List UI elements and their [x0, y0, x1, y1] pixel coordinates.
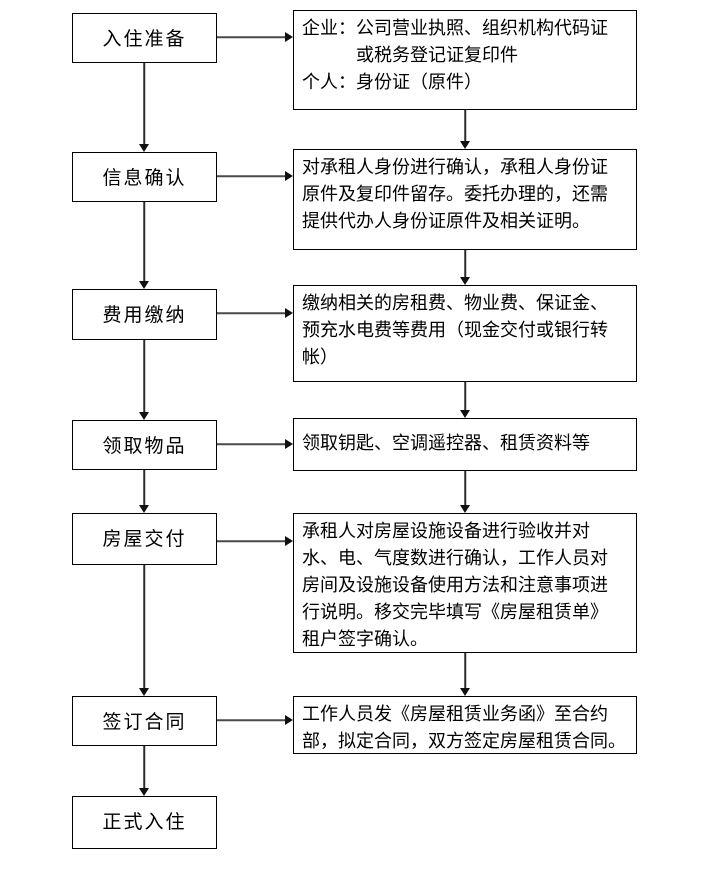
step-label: 领取物品	[102, 436, 187, 457]
arrow-head-down-icon	[139, 144, 149, 152]
detail-line: 预充水电费等费用（现金交付或银行转	[302, 320, 608, 340]
detail-line: 提供代办人身份证原件及相关证明。	[302, 211, 590, 231]
down-arrow-connector-left-6	[139, 746, 149, 796]
arrow-head-down-icon	[139, 281, 149, 289]
right-arrow-connector-6	[217, 715, 293, 725]
arrow-head-down-icon	[139, 505, 149, 513]
step-label: 签订合同	[102, 712, 187, 733]
step-label: 正式入住	[102, 812, 187, 833]
step-label: 房屋交付	[102, 529, 187, 550]
step-label: 费用缴纳	[102, 305, 187, 326]
arrow-line	[143, 202, 145, 282]
detail-line: 行说明。移交完毕填写《房屋租赁单》	[302, 602, 608, 622]
detail-line: 领取钥匙、空调遥控器、租赁资料等	[302, 433, 590, 453]
arrow-head-right-icon	[285, 536, 293, 546]
detail-line: 对承租人身份进行确认，承租人身份证	[302, 157, 608, 177]
arrow-line	[217, 175, 286, 177]
right-arrow-connector-4	[217, 439, 293, 449]
arrow-line	[464, 471, 466, 506]
arrow-head-down-icon	[460, 505, 470, 513]
arrow-line	[217, 443, 286, 445]
right-arrow-connector-5	[217, 536, 293, 546]
detail-box-house-handover: 承租人对房屋设施设备进行验收并对 水、电、气度数进行确认，工作人员对 房间及设施…	[293, 513, 637, 653]
detail-box-fee-payment: 缴纳相关的房租费、物业费、保证金、 预充水电费等费用（现金交付或银行转 帐）	[293, 285, 637, 382]
arrow-line	[217, 36, 286, 38]
step-box-info-confirmation: 信息确认	[72, 152, 217, 202]
step-box-house-handover: 房屋交付	[72, 513, 217, 565]
arrow-head-down-icon	[460, 141, 470, 149]
arrow-line	[143, 565, 145, 689]
detail-line: 或税务登记证复印件	[356, 45, 518, 65]
arrow-head-right-icon	[285, 171, 293, 181]
detail-line: 个人：身份证（原件）	[302, 72, 482, 92]
detail-line: 工作人员发《房屋租赁业务函》至合约	[302, 704, 608, 724]
detail-line: 租户签字确认。	[302, 629, 428, 649]
arrow-head-right-icon	[285, 308, 293, 318]
detail-line: 原件及复印件留存。委托办理的，还需	[302, 184, 608, 204]
arrow-head-right-icon	[285, 439, 293, 449]
step-label: 入住准备	[102, 29, 187, 50]
down-arrow-connector-left-4	[139, 470, 149, 513]
detail-line: 企业：公司营业执照、组织机构代码证	[302, 18, 608, 38]
arrow-line	[464, 250, 466, 278]
arrow-head-down-icon	[460, 688, 470, 696]
step-box-official-move-in: 正式入住	[72, 796, 217, 849]
down-arrow-connector-left-1	[139, 63, 149, 152]
detail-box-contract-signing: 工作人员发《房屋租赁业务函》至合约 部，拟定合同，双方签定房屋租赁合同。	[293, 696, 637, 754]
down-arrow-connector-left-2	[139, 202, 149, 289]
detail-box-preparation: 企业：公司营业执照、组织机构代码证 或税务登记证复印件 个人：身份证（原件）	[293, 10, 637, 110]
arrow-head-down-icon	[139, 788, 149, 796]
detail-box-item-pickup: 领取钥匙、空调遥控器、租赁资料等	[293, 418, 637, 471]
arrow-line	[143, 470, 145, 506]
step-box-move-in-preparation: 入住准备	[72, 13, 217, 63]
arrow-line	[143, 340, 145, 413]
arrow-head-down-icon	[460, 410, 470, 418]
detail-box-info-confirmation: 对承租人身份进行确认，承租人身份证 原件及复印件留存。委托办理的，还需 提供代办…	[293, 149, 637, 250]
detail-line: 部，拟定合同，双方签定房屋租赁合同。	[302, 731, 626, 751]
right-arrow-connector-2	[217, 171, 293, 181]
down-arrow-connector-left-5	[139, 565, 149, 696]
arrow-line	[464, 110, 466, 142]
arrow-line	[217, 719, 286, 721]
arrow-line	[464, 382, 466, 411]
right-arrow-connector-3	[217, 308, 293, 318]
arrow-head-right-icon	[285, 32, 293, 42]
detail-line: 房间及设施设备使用方法和注意事项进	[302, 575, 608, 595]
detail-line: 帐）	[302, 347, 338, 367]
down-arrow-connector-right-4	[460, 471, 470, 513]
detail-line: 缴纳相关的房租费、物业费、保证金、	[302, 293, 608, 313]
down-arrow-connector-right-1	[460, 110, 470, 149]
down-arrow-connector-left-3	[139, 340, 149, 420]
arrow-head-right-icon	[285, 715, 293, 725]
arrow-line	[217, 312, 286, 314]
arrow-head-down-icon	[460, 277, 470, 285]
arrow-line	[217, 540, 286, 542]
step-box-fee-payment: 费用缴纳	[72, 289, 217, 340]
step-box-item-pickup: 领取物品	[72, 420, 217, 470]
down-arrow-connector-right-3	[460, 382, 470, 418]
arrow-line	[143, 746, 145, 789]
down-arrow-connector-right-2	[460, 250, 470, 285]
right-arrow-connector-1	[217, 32, 293, 42]
arrow-head-down-icon	[139, 412, 149, 420]
arrow-line	[143, 63, 145, 145]
arrow-head-down-icon	[139, 688, 149, 696]
step-box-contract-signing: 签订合同	[72, 696, 217, 746]
step-label: 信息确认	[102, 168, 187, 189]
detail-line: 水、电、气度数进行确认，工作人员对	[302, 548, 608, 568]
down-arrow-connector-right-5	[460, 653, 470, 696]
arrow-line	[464, 653, 466, 689]
detail-line: 承租人对房屋设施设备进行验收并对	[302, 521, 590, 541]
